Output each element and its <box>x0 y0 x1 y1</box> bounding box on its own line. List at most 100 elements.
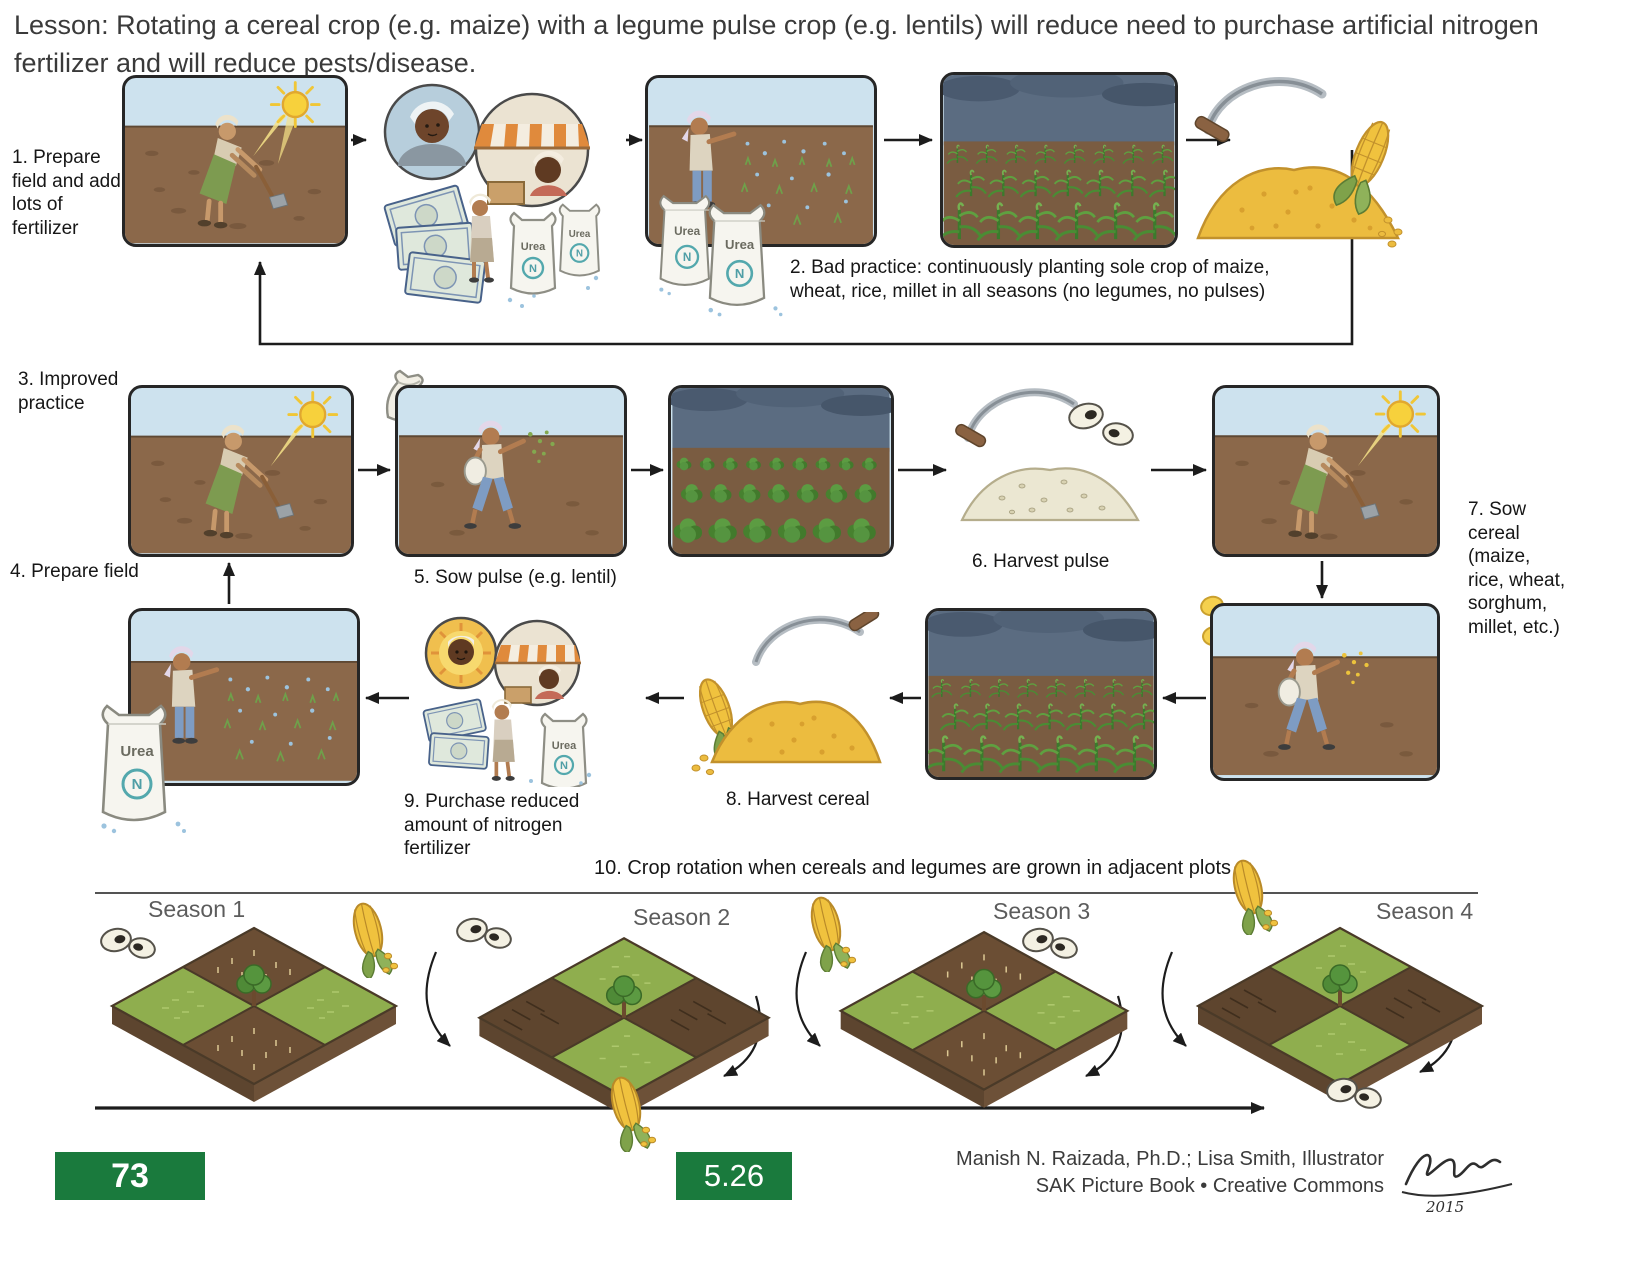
market-stall <box>493 619 581 707</box>
maize-field-scene <box>928 611 1154 777</box>
step-label-5: 5. Sow pulse (e.g. lentil) <box>414 567 617 588</box>
panel-apply-fertilizer-bad <box>645 75 877 247</box>
svg-text:Urea: Urea <box>725 237 755 252</box>
figure-number: 5.26 <box>703 1158 765 1193</box>
step-label-7: 7. Sow cereal (maize, rice, wheat, sorgh… <box>1468 499 1566 638</box>
seed-specks <box>1341 651 1369 685</box>
season-4-plot <box>1178 912 1502 1130</box>
soil-clods <box>151 460 328 540</box>
sun-icon <box>1357 390 1426 467</box>
season-2-plot <box>458 922 790 1144</box>
svg-text:Urea: Urea <box>521 241 546 253</box>
page-number: 73 <box>111 1156 149 1195</box>
pulse-field-scene <box>671 388 891 554</box>
loop-arrow-bad-practice <box>254 150 1354 346</box>
rotation-arrow <box>425 951 451 1047</box>
step-label-1: 1. Prepare field and add lots of fertili… <box>12 147 121 239</box>
farmer-sowing-figure <box>1277 641 1369 750</box>
farmer-digging-figure <box>197 114 289 229</box>
panel-prepare-field-step4 <box>128 385 354 557</box>
farmer-digging-figure <box>203 424 295 539</box>
maize-cob-icon <box>800 892 858 972</box>
lentil-pods-icon <box>1322 1072 1388 1116</box>
prepare-field-scene <box>125 78 345 244</box>
urea-bag: Urea N <box>708 203 766 307</box>
urea-bag-overlay: Urea N <box>652 190 730 298</box>
urea-bag-overlay: Urea N <box>700 200 788 318</box>
sickle-icon <box>752 612 880 666</box>
urea-bag: Urea N <box>558 203 601 277</box>
urea-bag: Urea N <box>509 211 557 295</box>
market-stall <box>474 92 590 208</box>
panel-apply-fertilizer-good <box>128 608 360 786</box>
svg-text:Urea: Urea <box>674 225 700 238</box>
maize-cob-icon <box>1222 855 1280 935</box>
tree-icon <box>966 968 1002 1011</box>
panel-prepare-field-step1 <box>122 75 348 247</box>
panel-pulse-crop <box>668 385 894 557</box>
loose-kernels <box>691 754 715 776</box>
cereal-stubble-plot <box>912 1010 1056 1090</box>
panel-prepare-field-step7 <box>1212 385 1440 557</box>
credit-line-1: Manish N. Raizada, Ph.D.; Lisa Smith, Il… <box>956 1148 1384 1170</box>
credit-line-2: SAK Picture Book • Creative Commons <box>1035 1175 1384 1197</box>
rotation-arrow <box>723 995 761 1077</box>
illustrator-signature: 2015 <box>1392 1136 1527 1221</box>
prepare-field-scene <box>1215 388 1437 554</box>
prepare-field-scene <box>131 388 351 554</box>
loose-kernels <box>1378 216 1403 248</box>
season-4-label: Season 4 <box>1376 898 1474 924</box>
step-label-9: 9. Purchase reduced amount of nitrogen f… <box>404 791 580 860</box>
customer-figure <box>491 699 515 781</box>
svg-text:N: N <box>529 263 537 275</box>
panel-maize-crop-bad <box>940 72 1178 248</box>
maize-field-scene <box>943 75 1175 245</box>
scene-harvest-maize-bad <box>1192 70 1407 270</box>
fertilizer-specks <box>529 772 592 785</box>
svg-text:N: N <box>576 249 583 260</box>
lentil-pods-icon <box>1018 922 1084 966</box>
step-label-6: 6. Harvest pulse <box>972 551 1110 572</box>
svg-text:N: N <box>735 266 744 281</box>
scene-purchase-fertilizer-bad: Urea N Urea N <box>370 78 622 316</box>
grain-pile <box>710 700 882 764</box>
step-label-4: 4. Prepare field <box>10 561 139 582</box>
rotation-arrow <box>795 951 821 1047</box>
step-label-8: 8. Harvest cereal <box>726 789 870 810</box>
page-number-badge: 73 <box>55 1152 205 1200</box>
broadcast-fertilizer-scene <box>131 613 357 781</box>
season-1-label: Season 1 <box>148 896 246 922</box>
seedlings <box>223 691 340 762</box>
sickle-icon <box>955 388 1078 448</box>
lentil-pods-icon <box>452 912 518 956</box>
step-label-10: 10. Crop rotation when cereals and legum… <box>594 857 1232 879</box>
farmer-broadcasting-figure <box>164 646 220 744</box>
tree-icon <box>236 964 272 1006</box>
credits-block: Manish N. Raizada, Ph.D.; Lisa Smith, Il… <box>900 1146 1384 1200</box>
step-label-3: 3. Improved practice <box>18 369 119 414</box>
pulse-seeds-icon <box>1068 402 1134 446</box>
signature-year: 2015 <box>1425 1198 1464 1216</box>
season-3-plot <box>818 916 1150 1136</box>
tree-icon <box>1322 964 1358 1006</box>
panel-sow-cereal-step7 <box>1210 603 1440 781</box>
rotation-arrow <box>1161 951 1187 1047</box>
figure-number-badge: 5.26 <box>676 1152 792 1200</box>
svg-text:N: N <box>683 251 691 264</box>
sow-pulse-scene <box>399 388 623 554</box>
maize-cob-icon <box>342 898 400 978</box>
urea-bag: Urea N <box>101 704 167 822</box>
panel-sow-pulse-step5 <box>395 385 627 557</box>
step-label-2: 2. Bad practice: continuously planting s… <box>790 257 1270 302</box>
season-3-label: Season 3 <box>993 898 1091 924</box>
svg-text:Urea: Urea <box>569 229 591 240</box>
maize-cob-icon <box>600 1072 658 1152</box>
sun-icon <box>270 391 339 467</box>
fertilizer-specks <box>745 139 848 210</box>
seed-specks <box>527 430 555 464</box>
farmer-digging-figure <box>1288 424 1380 539</box>
fertilizer-specks <box>507 275 599 308</box>
scene-purchase-fertilizer-reduced: Urea N <box>413 615 618 787</box>
pulse-pile <box>960 467 1140 522</box>
sow-cereal-scene <box>1213 608 1437 776</box>
